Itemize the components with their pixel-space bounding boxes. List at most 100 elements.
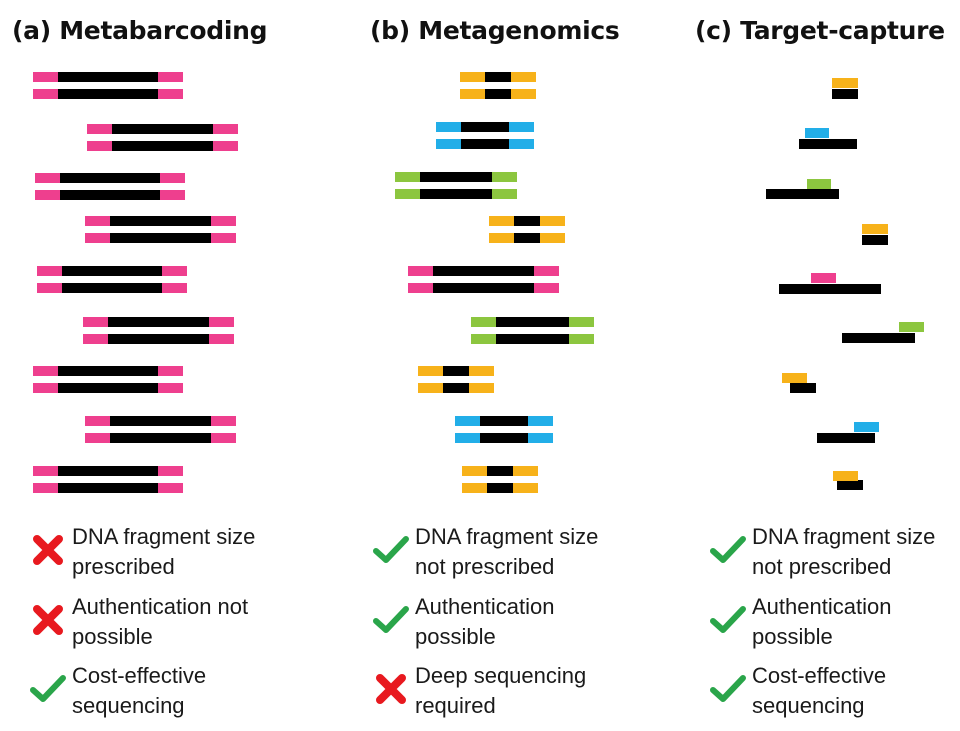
metabarcoding-read-7-right-adapter bbox=[158, 366, 183, 376]
point-text-line-2: required bbox=[415, 693, 496, 718]
metabarcoding-read-3-right-adapter bbox=[160, 190, 185, 200]
metagenomics-read-5-insert bbox=[433, 283, 534, 293]
point-text-line-2: sequencing bbox=[752, 693, 865, 718]
point-text-line-1: DNA fragment size bbox=[752, 524, 936, 549]
point-text-line-1: Deep sequencing bbox=[415, 663, 587, 688]
metagenomics-read-9-right-adapter bbox=[513, 483, 538, 493]
point-text-line-1: Cost-effective bbox=[72, 663, 207, 688]
metabarcoding-read-1-insert bbox=[58, 89, 158, 99]
metabarcoding-read-6-insert bbox=[108, 334, 209, 344]
metabarcoding-read-4-left-adapter bbox=[85, 216, 110, 226]
target-capture-fragment-4 bbox=[862, 235, 888, 245]
metabarcoding-read-6-left-adapter bbox=[83, 334, 108, 344]
metagenomics-read-8-insert bbox=[480, 416, 528, 426]
metabarcoding-read-8-insert bbox=[110, 433, 211, 443]
point-text: Deep sequencing required bbox=[415, 661, 586, 721]
metagenomics-read-2-insert bbox=[461, 139, 509, 149]
metabarcoding-read-4-right-adapter bbox=[211, 233, 236, 243]
metagenomics-read-7-insert bbox=[443, 366, 469, 376]
point-text-line-2: possible bbox=[415, 624, 496, 649]
metagenomics-read-8-right-adapter bbox=[528, 433, 553, 443]
metabarcoding-read-4-insert bbox=[110, 216, 211, 226]
metagenomics-read-8-right-adapter bbox=[528, 416, 553, 426]
target-capture-fragment-9 bbox=[837, 480, 863, 490]
metagenomics-read-6-right-adapter bbox=[569, 317, 594, 327]
check-icon bbox=[30, 671, 66, 707]
metagenomics-read-6-left-adapter bbox=[471, 334, 496, 344]
target-capture-bait-9 bbox=[833, 471, 858, 481]
metagenomics-read-6-insert bbox=[496, 317, 569, 327]
metabarcoding-read-7-right-adapter bbox=[158, 383, 183, 393]
point-text-line-2: sequencing bbox=[72, 693, 185, 718]
target-capture-fragment-3 bbox=[766, 189, 839, 199]
target-capture-bait-6 bbox=[899, 322, 924, 332]
metabarcoding-read-3-left-adapter bbox=[35, 190, 60, 200]
metabarcoding-read-9-left-adapter bbox=[33, 466, 58, 476]
metagenomics-read-9-left-adapter bbox=[462, 466, 487, 476]
metagenomics-read-7-insert bbox=[443, 383, 469, 393]
check-icon bbox=[710, 602, 746, 638]
check-icon bbox=[710, 671, 746, 707]
metabarcoding-read-2-left-adapter bbox=[87, 141, 112, 151]
point-text: Cost-effective sequencing bbox=[752, 661, 886, 721]
metabarcoding-read-9-right-adapter bbox=[158, 466, 183, 476]
target-capture-fragment-8 bbox=[817, 433, 875, 443]
point-text: Authentication possible bbox=[415, 592, 554, 652]
metabarcoding-read-1-left-adapter bbox=[33, 72, 58, 82]
panel-title-1: (a) Metabarcoding bbox=[12, 16, 268, 45]
metabarcoding-read-7-left-adapter bbox=[33, 383, 58, 393]
metabarcoding-read-5-insert bbox=[62, 266, 162, 276]
metagenomics-read-3-right-adapter bbox=[492, 172, 517, 182]
metagenomics-read-3-left-adapter bbox=[395, 172, 420, 182]
metagenomics-read-1-left-adapter bbox=[460, 89, 485, 99]
metabarcoding-read-5-insert bbox=[62, 283, 162, 293]
check-icon bbox=[373, 532, 409, 568]
metagenomics-read-3-insert bbox=[420, 189, 492, 199]
metagenomics-read-5-right-adapter bbox=[534, 266, 559, 276]
metabarcoding-read-5-left-adapter bbox=[37, 283, 62, 293]
metagenomics-read-2-right-adapter bbox=[509, 122, 534, 132]
point-text: Authentication possible bbox=[752, 592, 891, 652]
target-capture-bait-3 bbox=[807, 179, 831, 189]
metagenomics-read-4-right-adapter bbox=[540, 216, 565, 226]
point-text-line-2: possible bbox=[752, 624, 833, 649]
metagenomics-read-9-insert bbox=[487, 466, 513, 476]
metagenomics-read-3-left-adapter bbox=[395, 189, 420, 199]
metagenomics-read-4-left-adapter bbox=[489, 233, 514, 243]
point-text-line-1: Cost-effective bbox=[752, 663, 887, 688]
metagenomics-read-4-right-adapter bbox=[540, 233, 565, 243]
point-text-line-1: Authentication bbox=[752, 594, 892, 619]
metagenomics-read-7-right-adapter bbox=[469, 383, 494, 393]
metabarcoding-read-2-right-adapter bbox=[213, 124, 238, 134]
metabarcoding-read-5-right-adapter bbox=[162, 266, 187, 276]
point-text-line-2: possible bbox=[72, 624, 153, 649]
metabarcoding-read-1-left-adapter bbox=[33, 89, 58, 99]
target-capture-bait-2 bbox=[805, 128, 829, 138]
target-capture-fragment-2 bbox=[799, 139, 857, 149]
metabarcoding-read-9-right-adapter bbox=[158, 483, 183, 493]
panel-title-2: (b) Metagenomics bbox=[370, 16, 620, 45]
target-capture-fragment-5 bbox=[779, 284, 881, 294]
metagenomics-read-5-right-adapter bbox=[534, 283, 559, 293]
metagenomics-read-3-right-adapter bbox=[492, 189, 517, 199]
point-text-line-1: DNA fragment size bbox=[72, 524, 256, 549]
metabarcoding-read-8-left-adapter bbox=[85, 416, 110, 426]
metagenomics-read-6-left-adapter bbox=[471, 317, 496, 327]
metagenomics-read-7-right-adapter bbox=[469, 366, 494, 376]
point-text-line-1: Authentication bbox=[415, 594, 555, 619]
metabarcoding-read-6-left-adapter bbox=[83, 317, 108, 327]
metabarcoding-read-4-left-adapter bbox=[85, 233, 110, 243]
metabarcoding-read-5-left-adapter bbox=[37, 266, 62, 276]
metabarcoding-read-2-right-adapter bbox=[213, 141, 238, 151]
metabarcoding-read-2-insert bbox=[112, 141, 213, 151]
metabarcoding-read-5-right-adapter bbox=[162, 283, 187, 293]
metagenomics-read-5-insert bbox=[433, 266, 534, 276]
metabarcoding-read-3-right-adapter bbox=[160, 173, 185, 183]
metagenomics-read-5-left-adapter bbox=[408, 266, 433, 276]
metagenomics-read-1-left-adapter bbox=[460, 72, 485, 82]
target-capture-fragment-6 bbox=[842, 333, 915, 343]
metagenomics-read-9-insert bbox=[487, 483, 513, 493]
panel-title-3: (c) Target-capture bbox=[695, 16, 945, 45]
metabarcoding-read-4-right-adapter bbox=[211, 216, 236, 226]
